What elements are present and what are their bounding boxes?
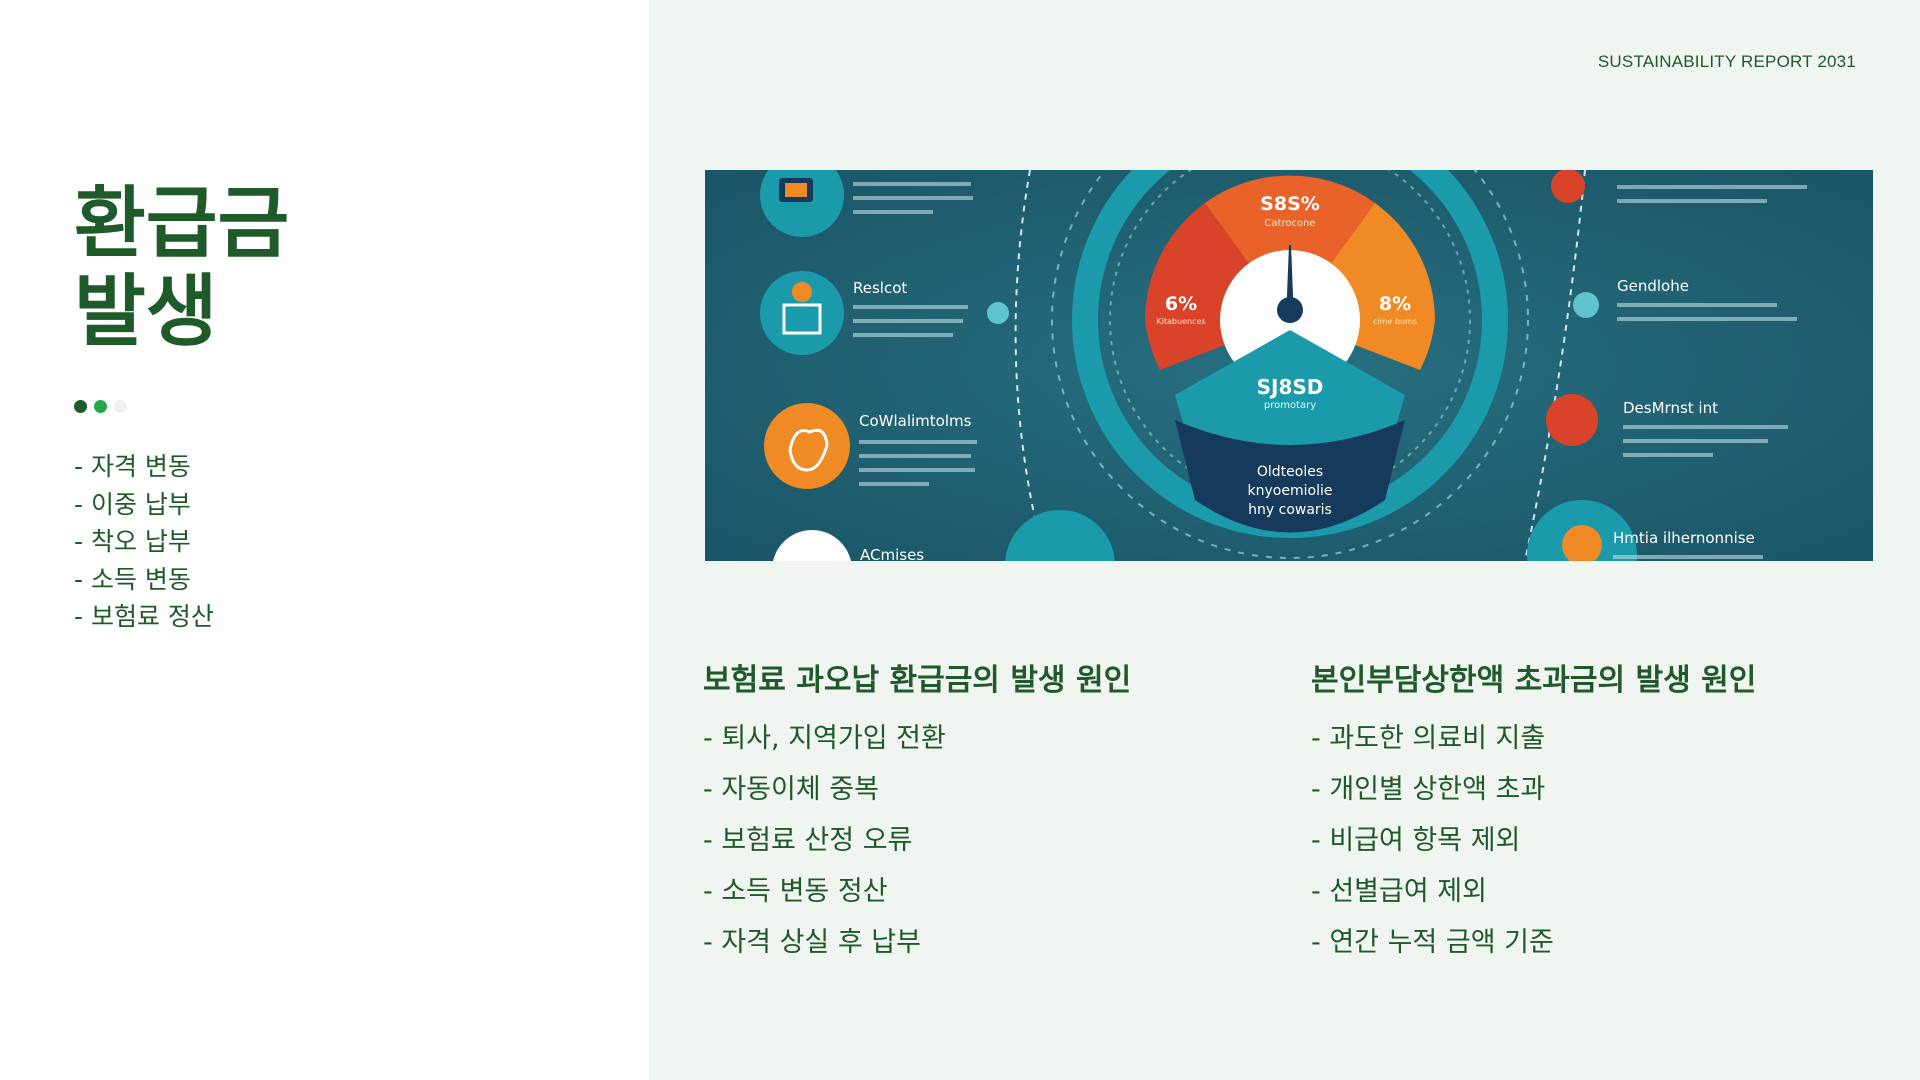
list-item: - 소득 변동 정산 xyxy=(703,876,888,907)
list-item: - 비급여 항목 제외 xyxy=(1311,825,1521,856)
infographic-top-sub: Catrocone xyxy=(1264,218,1315,229)
infographic-bottom-3: hny cowaris xyxy=(1248,502,1332,518)
list-item: - 보험료 정산 xyxy=(74,602,214,631)
left-panel: 환급금 발생 - 자격 변동 - 이중 납부 - 착오 납부 - 소득 변동 -… xyxy=(0,0,649,1080)
list-item: - 연간 누적 금액 기준 xyxy=(1311,927,1554,958)
infographic-center-value: SJ8SD xyxy=(1257,375,1324,399)
mail-icon xyxy=(782,303,822,335)
list-item: - 이중 납부 xyxy=(74,489,191,519)
dot-2 xyxy=(94,400,107,413)
infographic-left-label-3: ACmises xyxy=(860,546,924,561)
infographic-left-label-2: CoWlalimtolms xyxy=(859,412,972,430)
infographic-right-label-3: Hmtia ilhernonnise xyxy=(1613,529,1755,547)
summary-list: - 자격 변동 - 이중 납부 - 착오 납부 - 소득 변동 - 보험료 정산 xyxy=(74,448,214,636)
infographic-right-label-1: Gendlohe xyxy=(1617,277,1689,295)
section-list: - 과도한 의료비 지출 - 개인별 상한액 초과 - 비급여 항목 제외 - … xyxy=(1311,713,1756,968)
section-ceiling-excess-causes: 본인부담상한액 초과금의 발생 원인 - 과도한 의료비 지출 - 개인별 상한… xyxy=(1311,655,1756,968)
list-item: - 퇴사, 지역가입 전환 xyxy=(703,723,946,754)
list-item: - 자동이체 중복 xyxy=(703,774,879,805)
list-item: - 자격 상실 후 납부 xyxy=(703,927,921,958)
money-icon xyxy=(1551,170,1585,203)
infographic-right-label-2: DesMrnst int xyxy=(1623,399,1718,417)
person-icon xyxy=(1546,394,1598,446)
progress-dots xyxy=(74,400,127,413)
infographic-top-value: S8S% xyxy=(1260,193,1320,215)
dot-1 xyxy=(74,400,87,413)
infographic-bottom-1: Oldteoles xyxy=(1257,464,1323,480)
list-item: - 자격 변동 xyxy=(74,452,191,481)
list-item: - 개인별 상한액 초과 xyxy=(1311,774,1546,805)
infographic-center-sub: promotary xyxy=(1264,400,1316,411)
infographic-left-label-1: Reslcot xyxy=(853,279,907,297)
list-item: - 과도한 의료비 지출 xyxy=(1311,723,1546,754)
infographic-right-pct: 8% xyxy=(1379,293,1411,315)
list-item: - 소득 변동 xyxy=(74,564,191,594)
section-heading: 보험료 과오납 환급금의 발생 원인 xyxy=(703,663,1132,698)
title-line-1: 환급금 xyxy=(74,179,290,269)
infographic-svg: S8S% Catrocone 6% Kitabuences 8% cime bu… xyxy=(705,170,1873,561)
hand-icon xyxy=(788,428,829,472)
title-line-2: 발생 xyxy=(74,267,218,357)
infographic-bottom-2: knyoemiolie xyxy=(1248,483,1333,499)
list-item: - 착오 납부 xyxy=(74,527,191,556)
infographic-left-sub: Kitabuences xyxy=(1156,317,1205,326)
list-item: - 선별급여 제외 xyxy=(1311,876,1487,907)
section-heading: 본인부담상한액 초과금의 발생 원인 xyxy=(1311,663,1757,698)
report-label: SUSTAINABILITY REPORT 2031 xyxy=(1597,52,1856,71)
slide-title: 환급금 발생 xyxy=(74,180,289,356)
infographic-image: S8S% Catrocone 6% Kitabuences 8% cime bu… xyxy=(705,170,1873,561)
infographic-right-sub: cime bums xyxy=(1373,317,1417,326)
section-refund-causes: 보험료 과오납 환급금의 발생 원인 - 퇴사, 지역가입 전환 - 자동이체 … xyxy=(703,655,1131,968)
infographic-left-pct: 6% xyxy=(1165,293,1197,315)
heart-icon xyxy=(1562,525,1602,561)
dot-3 xyxy=(114,400,127,413)
section-list: - 퇴사, 지역가입 전환 - 자동이체 중복 - 보험료 산정 오류 - 소득… xyxy=(703,713,1131,968)
list-item: - 보험료 산정 오류 xyxy=(703,825,913,856)
